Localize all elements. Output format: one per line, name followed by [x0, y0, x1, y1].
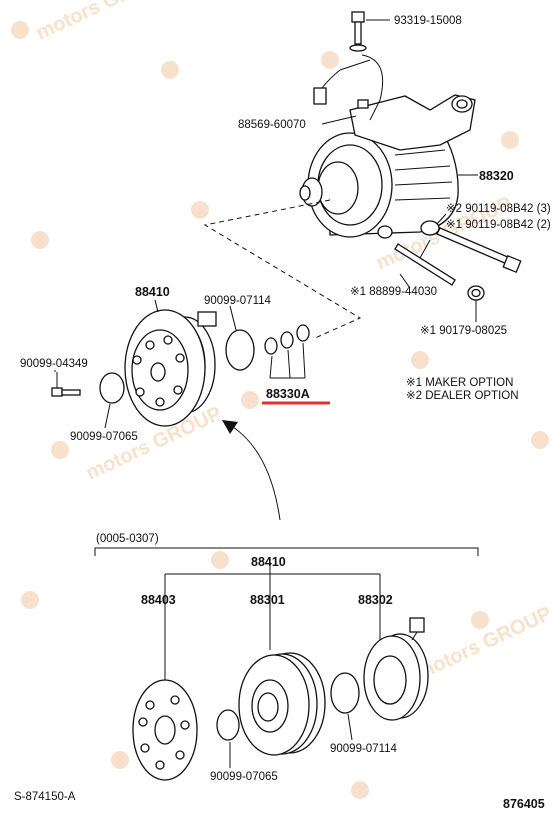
hub-bottom: [132, 679, 198, 781]
footer-right-code: 876405: [503, 797, 545, 811]
coil-bottom: [363, 617, 429, 721]
clutch-bolt-left: [51, 372, 81, 397]
leader-lines: [54, 19, 478, 768]
snap-ring-upper: [225, 329, 255, 371]
mount-bolts: [394, 227, 522, 301]
label-snap-ring-top: 90099-07114: [204, 295, 272, 307]
label-bolt-dealer: ※2 90119-08B42 (3): [446, 203, 551, 215]
label-nut: ※1 90179-08025: [420, 325, 507, 337]
washer-left: [99, 372, 125, 404]
label-harness: 88569-60070: [238, 119, 306, 131]
top-bolt: [349, 11, 367, 52]
label-washer-left: 90099-07065: [70, 431, 138, 443]
label-hub: 88403: [141, 593, 176, 607]
label-bolt-top: 93319-15008: [394, 15, 462, 27]
label-snap-ring-bottom: 90099-07114: [330, 743, 398, 755]
label-stud: ※1 88899-44030: [350, 286, 437, 298]
clutch-pulley-upper: [124, 309, 217, 427]
arrow-head: [222, 420, 238, 434]
legend-dealer: ※2 DEALER OPTION: [406, 390, 519, 402]
watermark-logo: [11, 21, 549, 799]
label-kit-group: 88410: [251, 555, 286, 569]
legend-maker: ※1 MAKER OPTION: [406, 377, 513, 389]
footer-left-code: S-874150-A: [14, 791, 76, 803]
washer-bottom: [216, 709, 240, 741]
snap-ring-bottom: [330, 672, 360, 714]
label-pulley: 88301: [250, 593, 285, 607]
pulley-bottom: [238, 652, 326, 756]
label-coil: 88302: [358, 593, 393, 607]
kit-leaders: [164, 566, 381, 680]
label-kit-range: (0005-0307): [96, 533, 159, 545]
exploded-arrow: [229, 424, 281, 521]
kit-bracket: [94, 547, 479, 556]
label-bolt-maker: ※1 90119-08B42 (2): [446, 219, 551, 231]
label-clutch-assy: 88410: [135, 285, 170, 299]
label-compressor: 88320: [479, 169, 514, 183]
shims: [264, 324, 310, 355]
label-washer-bottom: 90099-07065: [210, 771, 278, 783]
label-bolt-left: 90099-04349: [20, 358, 88, 370]
watermark-text: motors GROUP: [33, 0, 175, 45]
label-shim-kit: 88330A: [266, 387, 310, 401]
compressor-body: [299, 94, 476, 239]
assembly-leader: [203, 199, 362, 339]
wire-harness: [313, 54, 384, 121]
